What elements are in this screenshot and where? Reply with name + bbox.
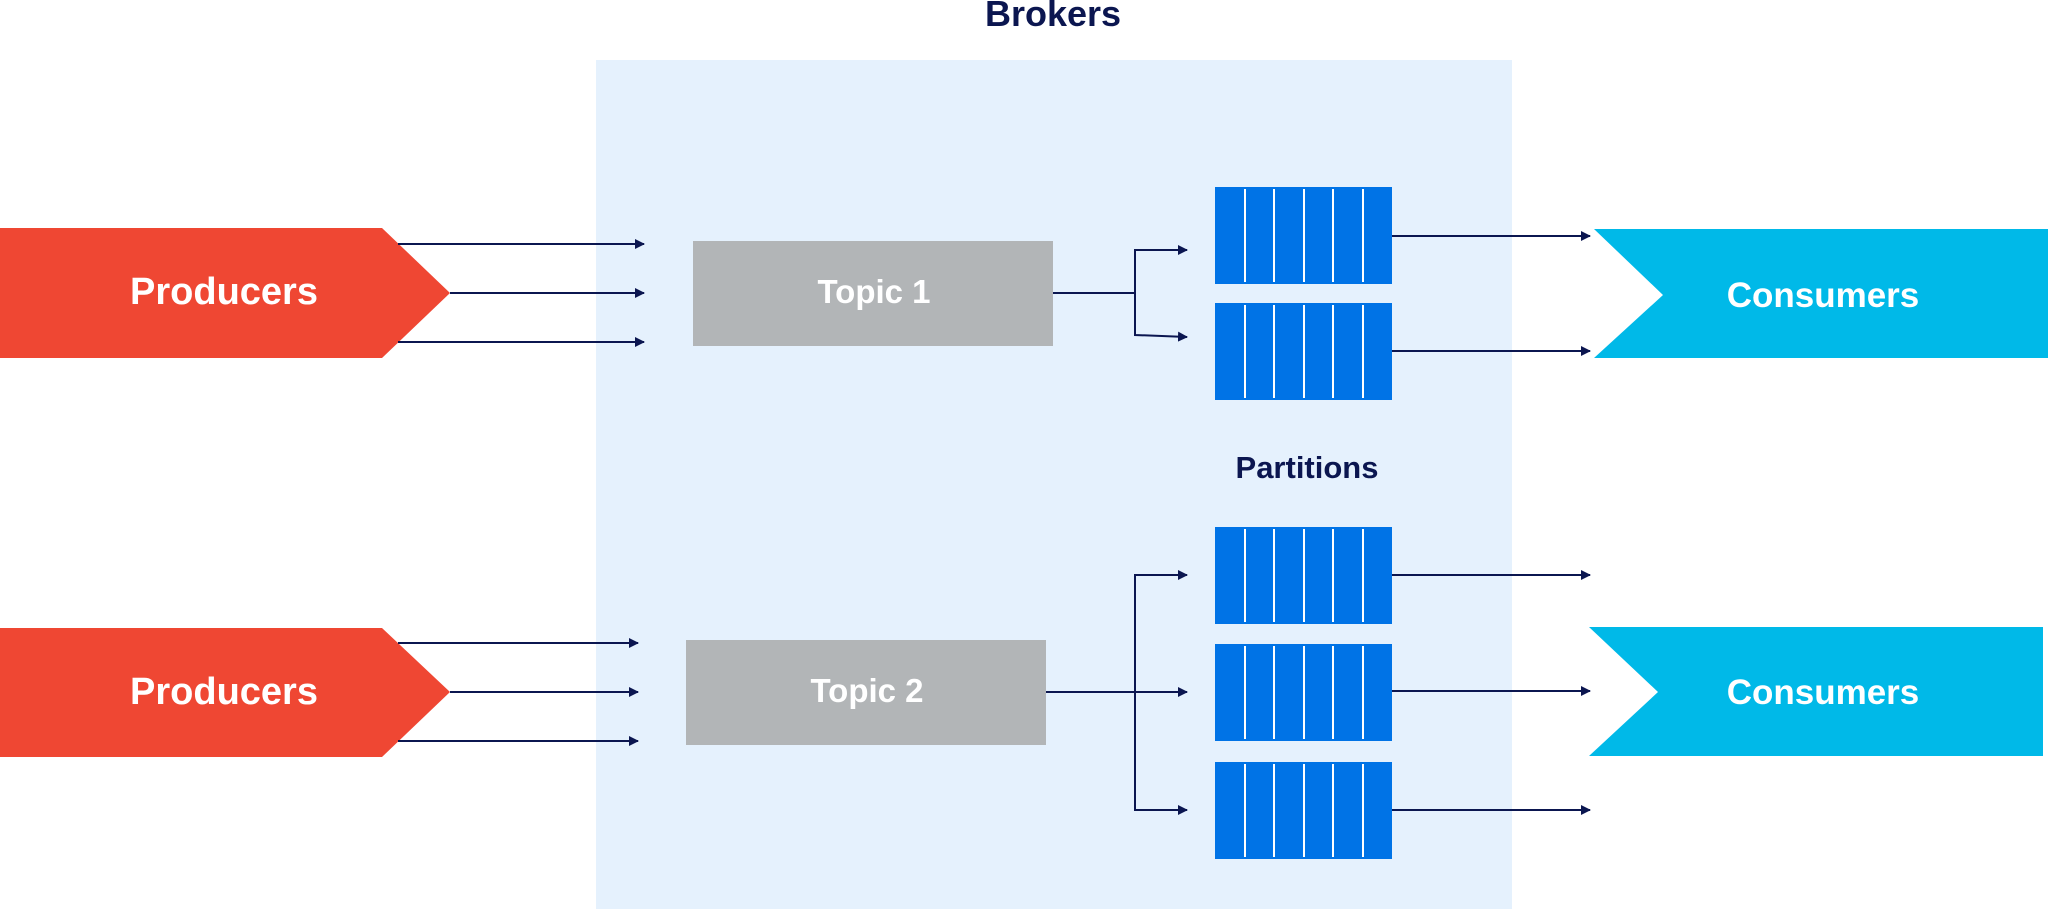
producer-2-label: Producers <box>130 671 318 713</box>
partition-2-2 <box>1215 644 1392 741</box>
producer-2: Producers <box>0 628 450 757</box>
topic-1: Topic 1 <box>693 241 1053 346</box>
topic-1-label: Topic 1 <box>817 273 930 310</box>
topic-2-label: Topic 2 <box>810 672 923 709</box>
topic-1-connector <box>1053 245 1188 294</box>
brokers-title: Brokers <box>985 0 1121 34</box>
partitions-label: Partitions <box>1236 450 1379 485</box>
partition-2-3 <box>1215 762 1392 859</box>
consumer-2: Consumers <box>1589 627 2043 756</box>
partition-1-2 <box>1215 303 1392 400</box>
topic-2-connector <box>1134 570 1188 692</box>
producer-1: Producers <box>0 228 450 358</box>
producer-1-label: Producers <box>130 271 318 313</box>
topic-2-connector <box>1134 692 1188 815</box>
topic-1-connector <box>1134 293 1188 342</box>
partition-2-1 <box>1215 527 1392 624</box>
consumer-2-label: Consumers <box>1727 673 1920 712</box>
consumer-1: Consumers <box>1594 229 2048 358</box>
consumer-1-label: Consumers <box>1727 276 1920 315</box>
topic-2: Topic 2 <box>686 640 1046 745</box>
partition-1-1 <box>1215 187 1392 284</box>
